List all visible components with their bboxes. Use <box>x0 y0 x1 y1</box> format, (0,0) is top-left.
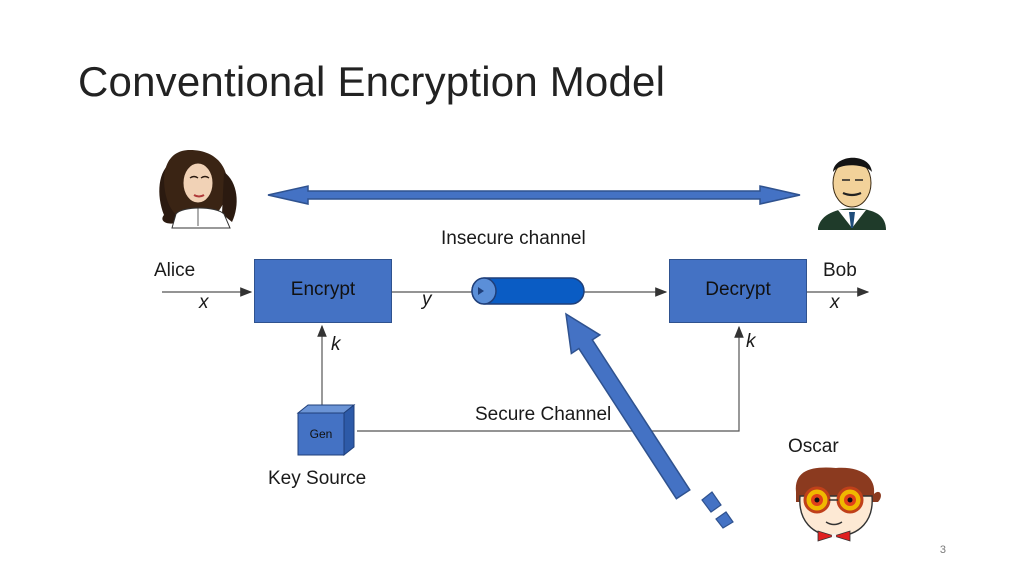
communication-double-arrow <box>267 185 801 205</box>
encrypt-label: Encrypt <box>290 279 356 300</box>
gen-label: Gen <box>309 427 333 441</box>
bob-label: Bob <box>823 260 857 281</box>
bob-portrait-icon <box>818 157 886 230</box>
page-number: 3 <box>939 544 946 556</box>
secure-channel-label: Secure Channel <box>475 404 612 425</box>
encrypt-box: Encrypt <box>254 259 392 323</box>
insecure-channel-pipe <box>471 277 585 305</box>
attack-arrow <box>565 312 691 500</box>
key-source-label: Key Source <box>268 468 367 489</box>
decrypt-box: Decrypt <box>669 259 807 323</box>
oscar-label: Oscar <box>788 436 839 457</box>
key-encrypt-variable: k <box>331 334 341 355</box>
slide-title: Conventional Encryption Model <box>78 58 666 105</box>
oscar-eavesdropper-icon <box>795 467 881 542</box>
key-decrypt-variable: k <box>746 331 756 352</box>
attack-arrow-dashes <box>701 491 734 529</box>
alice-portrait-icon <box>159 150 237 229</box>
secure-channel-line <box>357 325 744 432</box>
ciphertext-variable: y <box>422 289 432 310</box>
gen-cube-icon <box>296 403 356 457</box>
plaintext-input-variable: x <box>199 292 209 313</box>
insecure-channel-label: Insecure channel <box>441 228 586 249</box>
plaintext-output-variable: x <box>830 292 840 313</box>
alice-label: Alice <box>154 260 196 281</box>
decrypt-label: Decrypt <box>705 279 771 300</box>
